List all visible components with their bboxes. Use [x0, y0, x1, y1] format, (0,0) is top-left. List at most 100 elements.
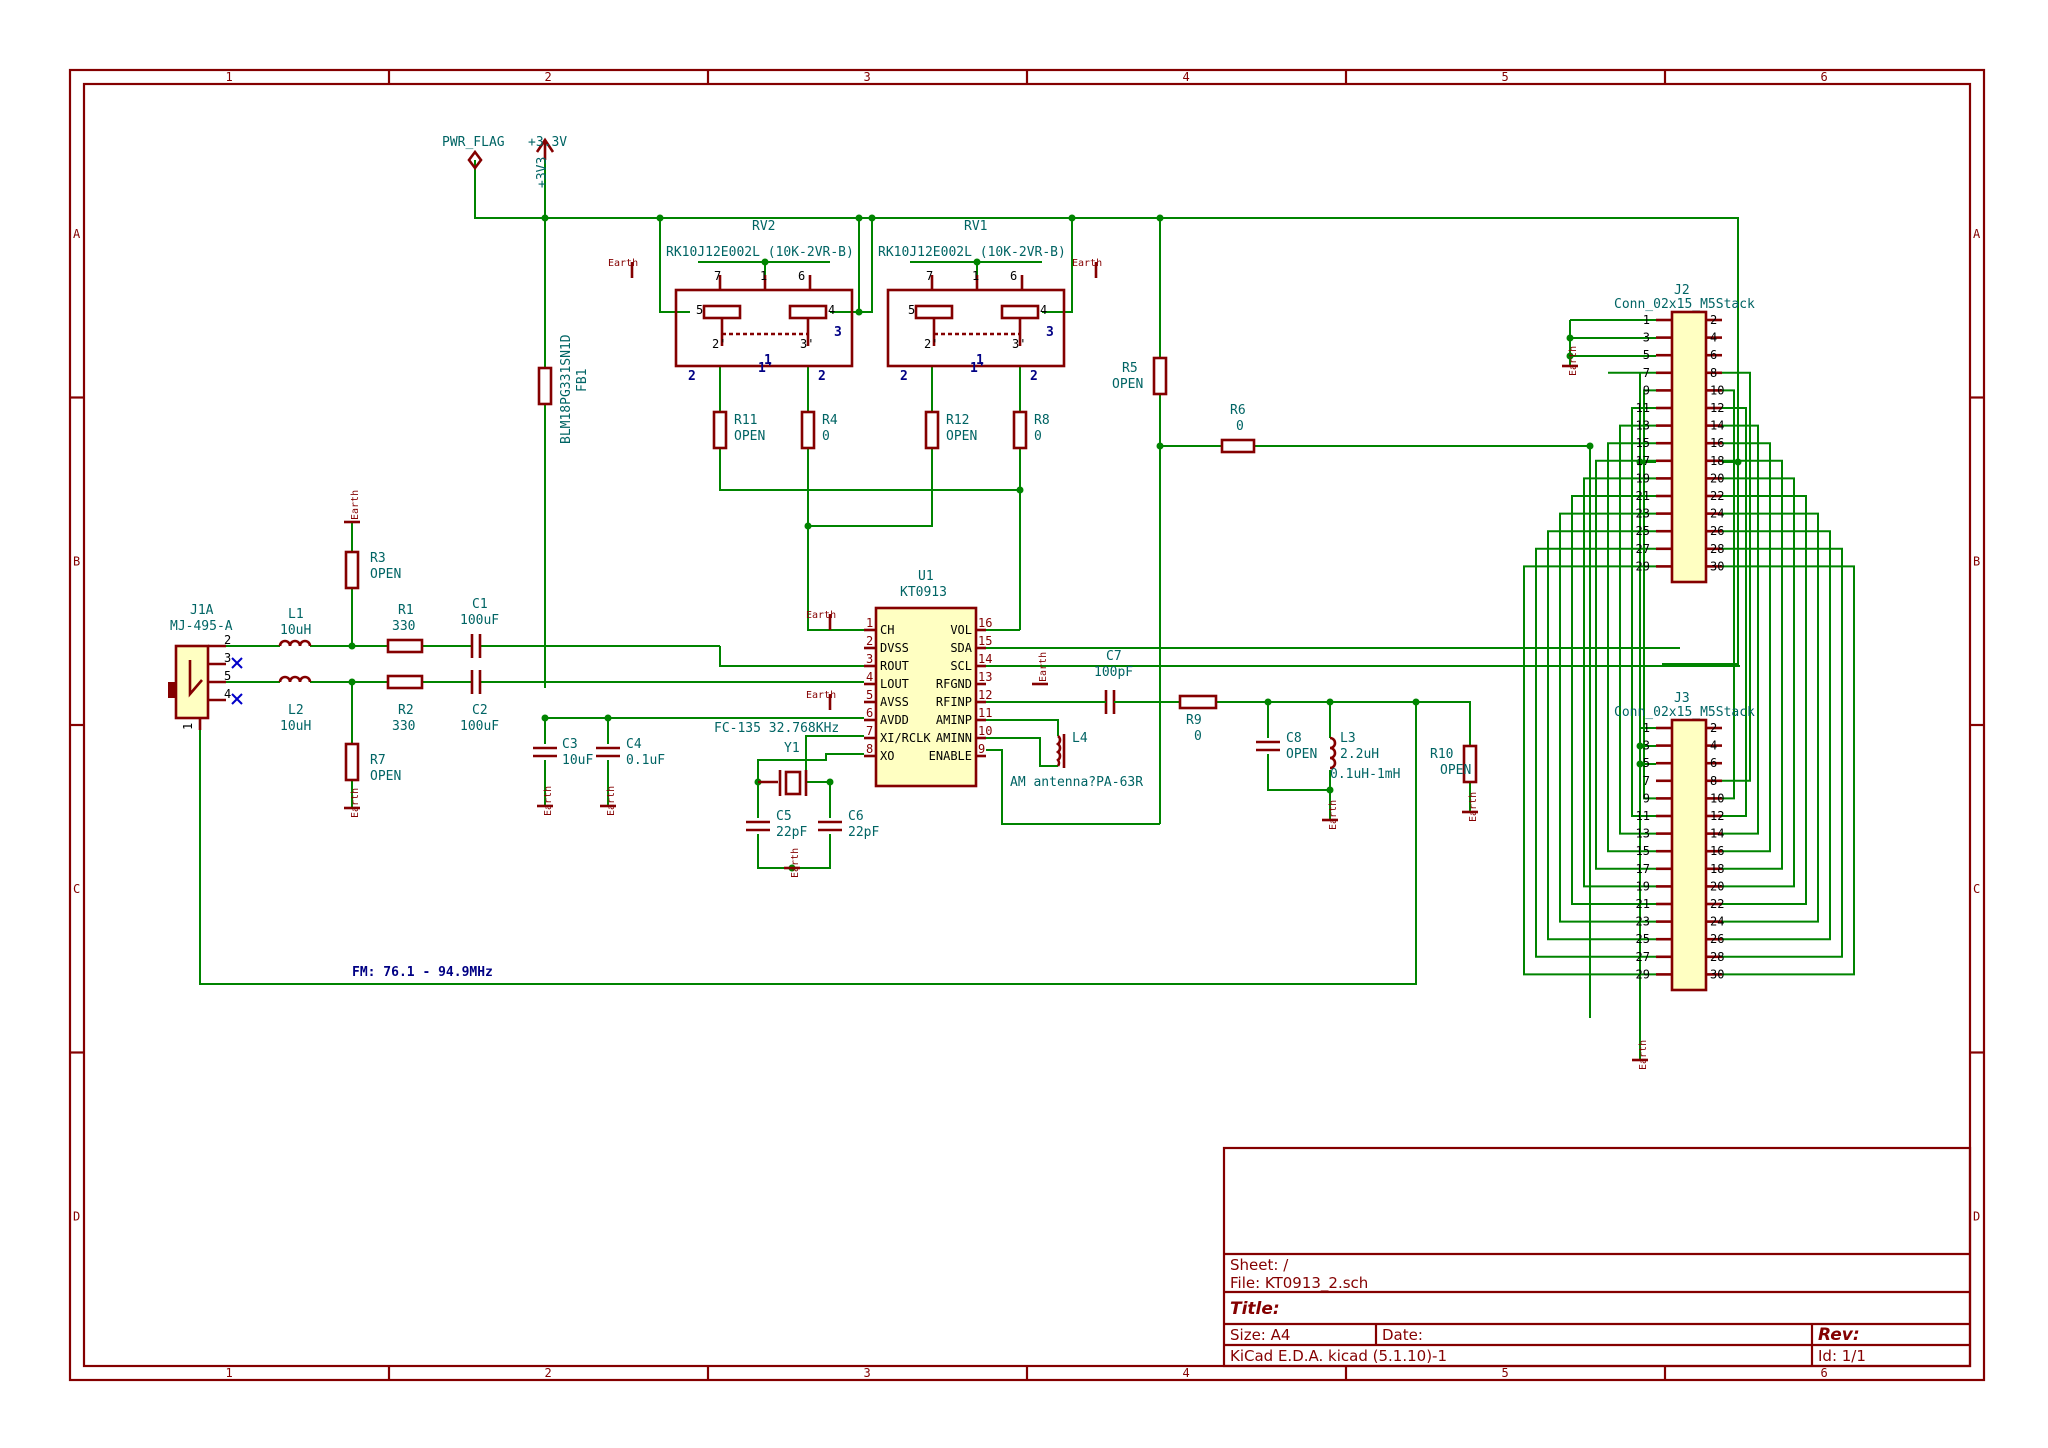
RV2-element-b: [788, 304, 828, 320]
C3-value: 10uF: [562, 753, 593, 768]
earth-label: Earth: [1468, 792, 1479, 822]
RV1-element-a: [914, 304, 954, 320]
column-label: 3: [864, 1366, 871, 1380]
R6-ref: R6: [1230, 403, 1246, 418]
earth-symbol: Earth: [806, 690, 836, 710]
fm-band-note: FM: 76.1 - 94.9MHz: [352, 965, 493, 980]
RV2-pin-label: 1: [760, 269, 767, 283]
u1-pin-name: RFINP: [936, 695, 972, 709]
C7-value: 100pF: [1094, 665, 1133, 680]
R4-value: 0: [822, 429, 830, 444]
row-label: A: [1973, 227, 1981, 241]
FB1-value: BLM18PG331SN1D: [559, 334, 574, 444]
RV2-pin-label: 2': [712, 337, 726, 351]
L3-value: 2.2uH: [1340, 747, 1379, 762]
C3-ref: C3: [562, 737, 578, 752]
RV2-pin-label: 6: [798, 269, 805, 283]
junction-dot: [804, 522, 812, 530]
RV2-pin-label: 3': [800, 337, 814, 351]
J2-pin-number: 23: [1636, 507, 1650, 521]
J2-pin-number: 6: [1710, 348, 1717, 362]
u1-pin-name: VOL: [950, 623, 972, 637]
u1-pin-number: 10: [978, 724, 992, 738]
resistor-R6: R6 0: [1220, 403, 1256, 454]
J2-pin-number: 17: [1636, 454, 1650, 468]
capacitor-C2: C2 100uF: [460, 670, 499, 734]
J2-pin-number: 11: [1636, 401, 1650, 415]
column-label: 2: [545, 70, 552, 84]
J2-pin-number: 24: [1710, 507, 1724, 521]
J3-pin-number: 10: [1710, 791, 1724, 805]
bus-wire: [1547, 530, 1656, 941]
junction-dot: [1068, 214, 1076, 222]
J2-pin-number: 21: [1636, 489, 1650, 503]
L4-value: AM antenna?PA-63R: [1010, 775, 1143, 790]
junction-dot: [826, 778, 834, 786]
column-label: 1: [226, 70, 233, 84]
resistor-R10: R10 OPEN: [1430, 744, 1478, 784]
u1-pin-number: 13: [978, 670, 992, 684]
earth-symbol: Earth: [1462, 792, 1479, 822]
J3-pin-number: 17: [1636, 862, 1650, 876]
R9-ref: R9: [1186, 713, 1202, 728]
RV1-value: RK10J12E002L (10K-2VR-B): [878, 245, 1066, 260]
J2-pin-number: 20: [1710, 471, 1724, 485]
J2-pin-number: 16: [1710, 436, 1724, 450]
junction-dot: [973, 258, 981, 266]
earth-symbol: Earth: [784, 848, 801, 878]
u1-pin-name: AVDD: [880, 713, 909, 727]
bus-wire: [1722, 424, 1759, 835]
RV2-ref: RV2: [752, 219, 775, 234]
row-label: D: [1973, 1209, 1980, 1223]
bus-wire: [1607, 442, 1656, 853]
J3-pin-number: 30: [1710, 967, 1724, 981]
earth-label: Earth: [1568, 346, 1579, 376]
C2-ref: C2: [472, 703, 488, 718]
J2-pin-number: 13: [1636, 419, 1650, 433]
J3-pin-number: 23: [1636, 915, 1650, 929]
RV2-pin-label: 2: [688, 369, 696, 384]
J2-pin-number: 3: [1643, 331, 1650, 345]
u1-pin-number: 8: [866, 742, 873, 756]
J3-ref: J3: [1674, 691, 1690, 706]
junction-dot: [1636, 458, 1644, 466]
J3-pin-number: 3: [1643, 739, 1650, 753]
u1-pin-number: 15: [978, 634, 992, 648]
bus-wire: [1722, 407, 1747, 817]
J3-pin-number: 8: [1710, 774, 1717, 788]
J2-pin-number: 18: [1710, 454, 1724, 468]
title-block: Sheet: / File: KT0913_2.sch Title: Size:…: [1222, 1146, 1972, 1368]
J1-ref: J1A: [190, 603, 214, 618]
earth-symbol: Earth: [344, 490, 361, 524]
no-connect-marker: [231, 657, 243, 669]
row-label: D: [73, 1209, 80, 1223]
junction-dot: [1566, 334, 1574, 342]
u1-pin-name: DVSS: [880, 641, 909, 655]
date-label: Date:: [1382, 1326, 1423, 1344]
RV1-pin-label: 2: [1030, 369, 1038, 384]
jack-J1: J1A MJ-495-A 2 3 5 4 1: [168, 603, 243, 730]
capacitor-C4: C4 0.1uF: [596, 737, 665, 768]
u1-pin-number: 1: [866, 616, 873, 630]
capacitor-C6: C6 22pF: [818, 809, 879, 840]
RV2-pin-label: 5: [696, 303, 703, 317]
RV1-pin-label: 1: [972, 269, 979, 283]
junction-dots: [348, 214, 1742, 872]
resistor-R3: R3 OPEN: [344, 550, 401, 590]
RV1-ref: RV1: [964, 219, 987, 234]
J1-pin3: 3: [224, 651, 231, 665]
earth-label: Earth: [543, 786, 554, 816]
RV1-pin-label: 6: [1010, 269, 1017, 283]
RV1-pin-label: 5: [908, 303, 915, 317]
L2-ref: L2: [288, 703, 304, 718]
pwr-flag-label: PWR_FLAG: [442, 135, 505, 150]
junction-dot: [541, 214, 549, 222]
RV1-pin-label: 4: [1040, 303, 1047, 317]
earth-symbol: Earth: [1562, 346, 1579, 376]
C1-value: 100uF: [460, 613, 499, 628]
vcc-label: +3.3V: [528, 135, 567, 150]
RV2-pin-label: 1': [758, 361, 774, 376]
J3-pin-number: 22: [1710, 897, 1724, 911]
junction-dot: [541, 714, 549, 722]
